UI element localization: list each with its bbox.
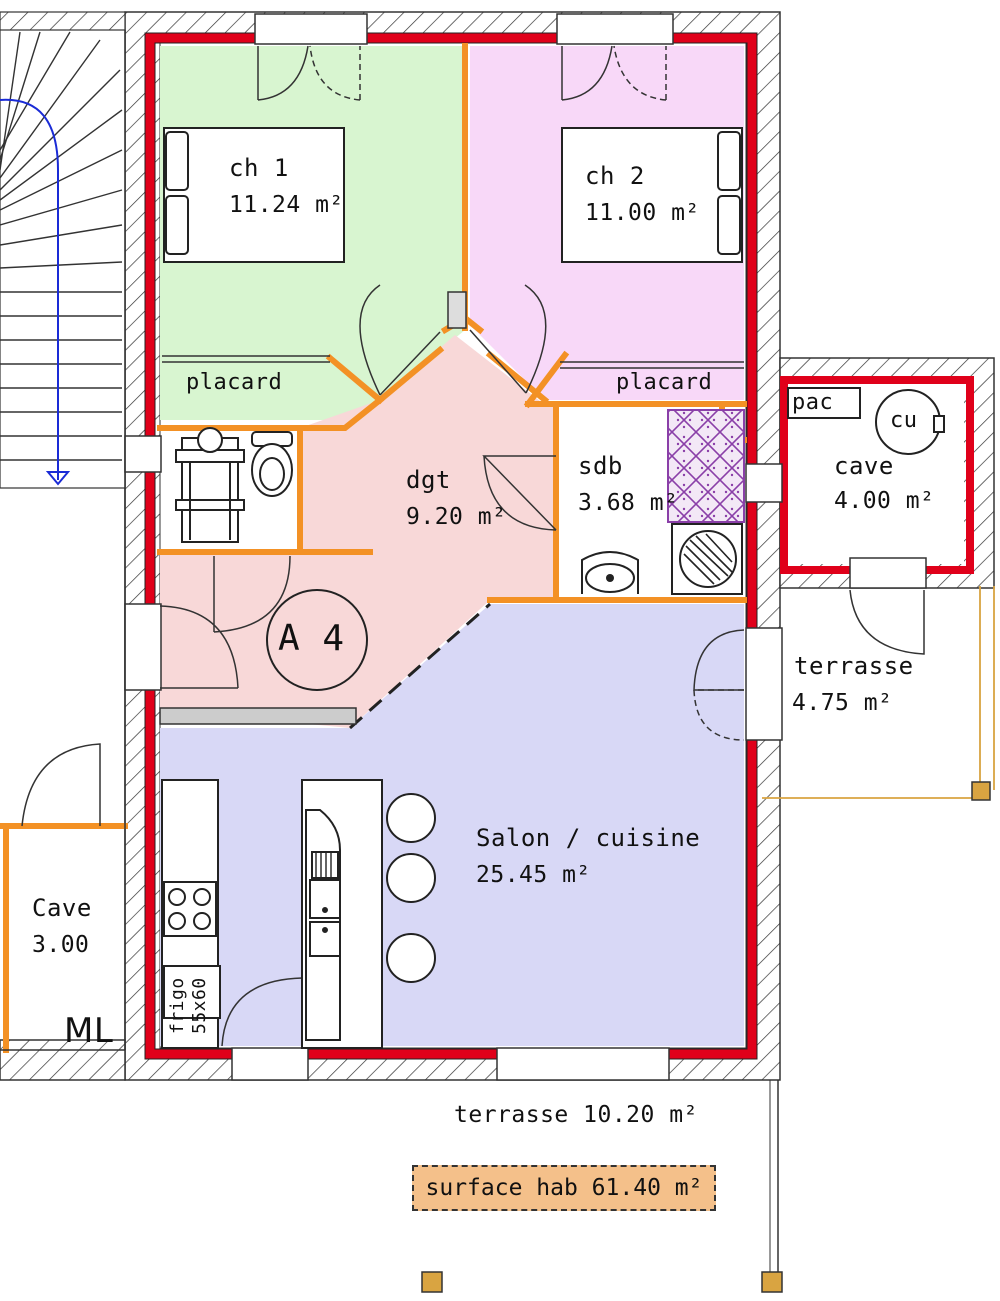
cave-left-name: Cave xyxy=(32,894,92,922)
salon-area: 25.45 m² xyxy=(476,862,591,888)
ml-label: ML xyxy=(64,1011,114,1051)
sdb-fixtures xyxy=(581,409,745,595)
ch2-name: ch 2 xyxy=(585,162,645,190)
wc-fixtures xyxy=(175,427,293,543)
dgt-name: dgt xyxy=(406,466,451,494)
sdb-name: sdb xyxy=(578,452,623,480)
partitions xyxy=(0,43,747,1053)
surface-summary: surface hab 61.40 m² xyxy=(412,1165,716,1211)
low-wall xyxy=(159,707,357,725)
duct xyxy=(447,291,467,329)
cu-label: cu xyxy=(890,408,918,433)
terrace-post-3 xyxy=(761,1271,783,1293)
frigo-size: 55x60 xyxy=(189,977,210,1034)
bearing-walls xyxy=(145,33,974,1059)
cave-left-walls xyxy=(0,30,126,1051)
pac-label: pac xyxy=(792,390,834,415)
salon-name: Salon / cuisine xyxy=(476,824,701,852)
terrasse-small-name: terrasse xyxy=(794,652,914,680)
sdb-area: 3.68 m² xyxy=(578,490,679,516)
ch1-area: 11.24 m² xyxy=(229,192,344,218)
terrasse-small-area: 4.75 m² xyxy=(792,690,893,716)
ch2-area: 11.00 m² xyxy=(585,200,700,226)
terrace-post-2 xyxy=(421,1271,443,1293)
terrasse-big-label: terrasse 10.20 m² xyxy=(454,1098,698,1133)
kitchen-fixtures xyxy=(161,779,436,1049)
cave-equipment xyxy=(787,387,945,455)
cave-left-area: 3.00 xyxy=(32,932,90,958)
bed-ch1 xyxy=(163,127,345,263)
staircase xyxy=(0,29,126,489)
terrasse-big-area: 10.20 m² xyxy=(583,1102,698,1128)
closet-lines xyxy=(162,355,744,369)
frigo-label: frigo xyxy=(167,977,188,1034)
dgt-area: 9.20 m² xyxy=(406,504,507,530)
placard1-label: placard xyxy=(186,370,283,395)
open-boundary xyxy=(349,602,491,730)
cave-small-name: cave xyxy=(834,452,894,480)
marker-circle xyxy=(266,589,368,691)
terrasse-big-name: terrasse xyxy=(454,1102,569,1128)
windows xyxy=(124,13,927,1081)
placard2-label: placard xyxy=(616,370,713,395)
cave-small-area: 4.00 m² xyxy=(834,488,935,514)
bed-ch2 xyxy=(561,127,743,263)
ch1-name: ch 1 xyxy=(229,154,289,182)
marker-label: A 4 xyxy=(278,618,345,659)
door-swings xyxy=(21,45,925,1047)
terrace-post-1 xyxy=(971,781,991,801)
